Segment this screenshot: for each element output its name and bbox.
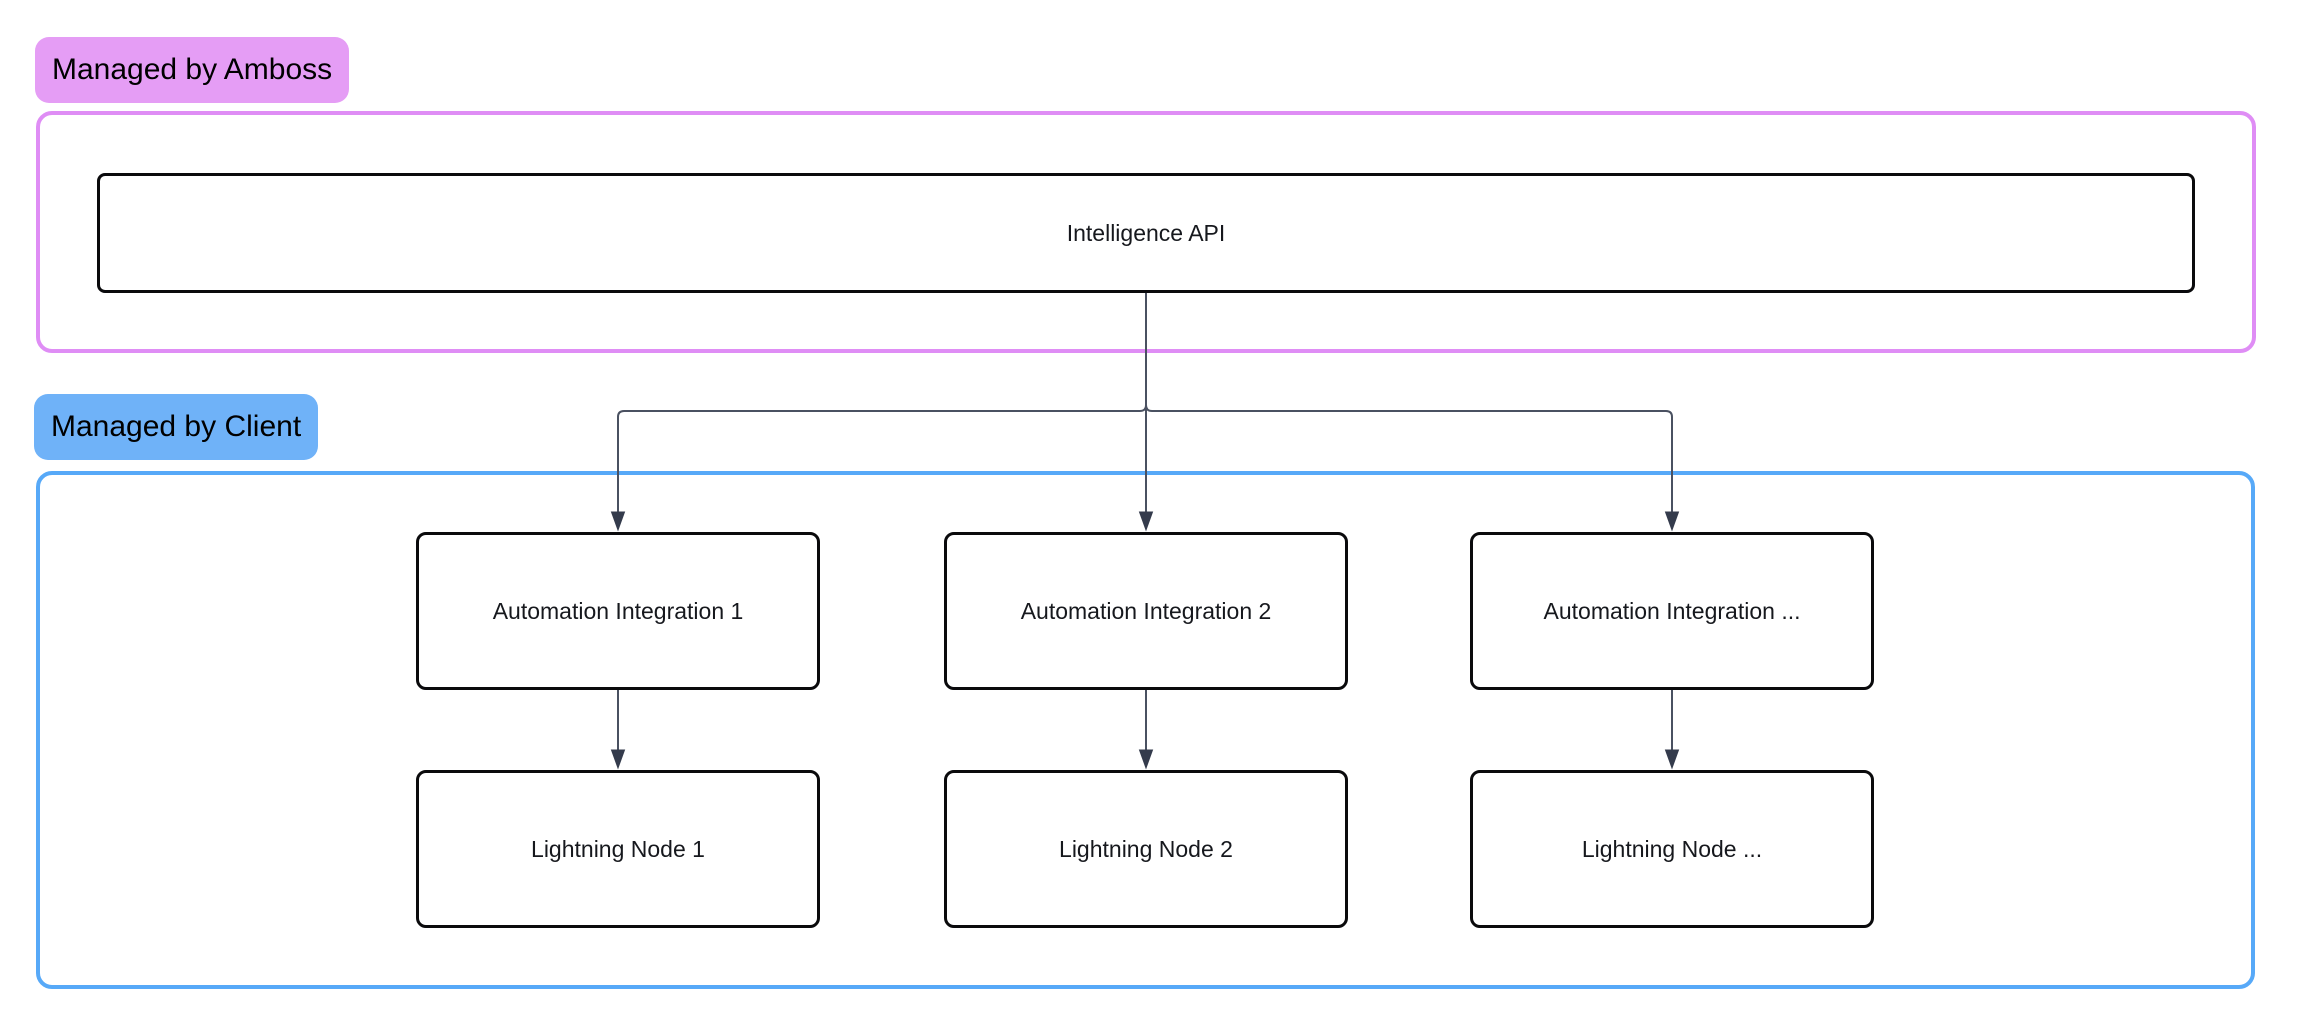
node-lightning-node-2: Lightning Node 2 bbox=[944, 770, 1348, 928]
node-automation-integration-1: Automation Integration 1 bbox=[416, 532, 820, 690]
node-lightning-node-1-label: Lightning Node 1 bbox=[531, 835, 705, 862]
node-automation-integration-1-label: Automation Integration 1 bbox=[492, 597, 744, 624]
managed-by-amboss-label: Managed by Amboss bbox=[52, 53, 333, 86]
node-automation-integration-more-label: Automation Integration ... bbox=[1543, 597, 1801, 624]
node-intelligence-api: Intelligence API bbox=[97, 173, 2195, 293]
node-lightning-node-more-label: Lightning Node ... bbox=[1581, 835, 1763, 862]
managed-by-client-badge: Managed by Client bbox=[34, 394, 319, 460]
node-automation-integration-2-label: Automation Integration 2 bbox=[1020, 597, 1272, 624]
node-lightning-node-1: Lightning Node 1 bbox=[416, 770, 820, 928]
node-lightning-node-2-label: Lightning Node 2 bbox=[1059, 835, 1233, 862]
managed-by-amboss-badge: Managed by Amboss bbox=[35, 37, 350, 103]
managed-by-client-label: Managed by Client bbox=[51, 410, 302, 443]
node-automation-integration-2: Automation Integration 2 bbox=[944, 532, 1348, 690]
node-intelligence-api-label: Intelligence API bbox=[1066, 219, 1226, 246]
node-automation-integration-more: Automation Integration ... bbox=[1470, 532, 1874, 690]
node-lightning-node-more: Lightning Node ... bbox=[1470, 770, 1874, 928]
